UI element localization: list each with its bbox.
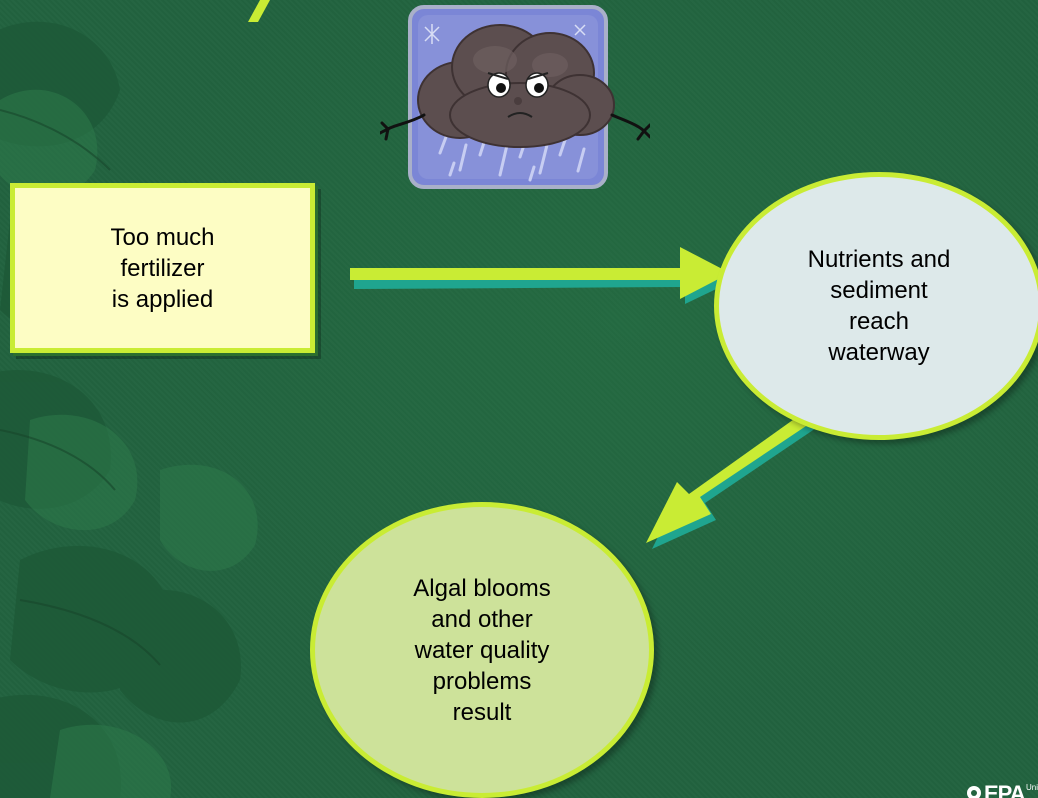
foliage-background (0, 21, 258, 798)
epa-logo-icon: EPA Unit (966, 783, 1038, 798)
sad-rain-cloud-icon (380, 5, 650, 189)
node-fertilizer-box: Too much fertilizer is applied (10, 183, 315, 353)
node-nutrients-circle: Nutrients and sediment reach waterway (714, 172, 1038, 440)
node-algal-label: Algal blooms and other water quality pro… (413, 574, 551, 726)
epa-flower-icon (967, 786, 981, 798)
title-fragment (248, 0, 270, 22)
node-nutrients-label: Nutrients and sediment reach waterway (807, 246, 951, 366)
epa-logo-text: EPA (984, 783, 1026, 798)
node-algal-circle: Algal blooms and other water quality pro… (310, 502, 654, 798)
arrow-fertilizer-to-nutrients (350, 247, 735, 304)
node-fertilizer-label: Too much fertilizer is applied (110, 223, 215, 313)
epa-logo-small-text: Unit (1026, 783, 1038, 792)
